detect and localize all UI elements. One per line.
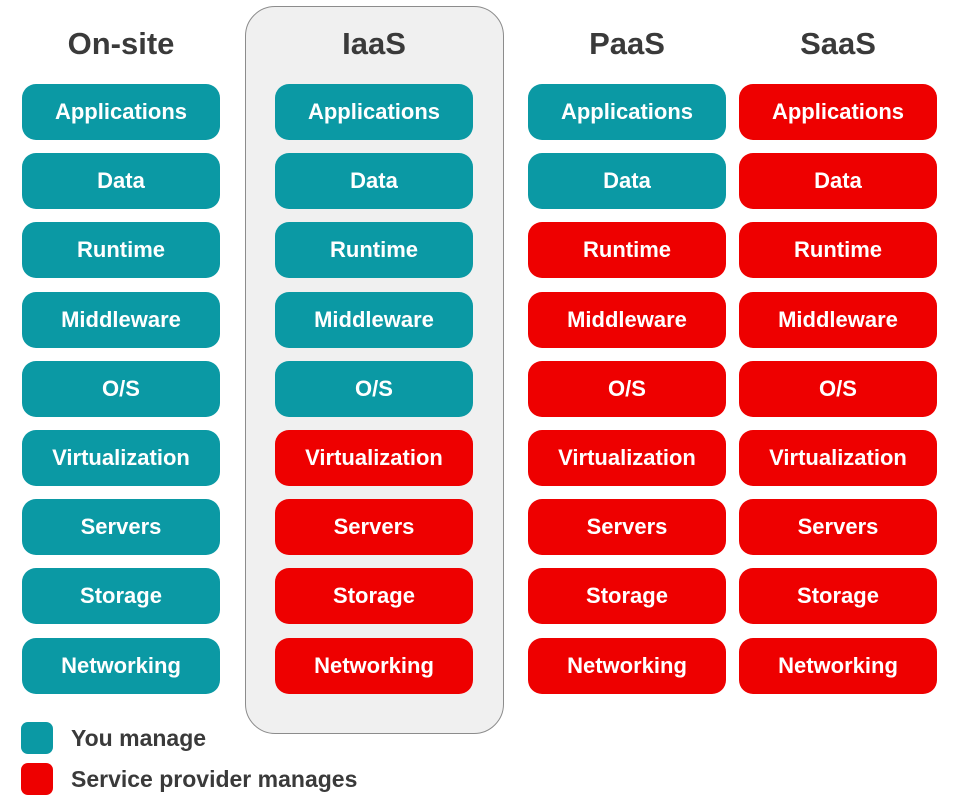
tile-middleware: Middleware [739,292,937,348]
tile-data: Data [739,153,937,209]
tile-o-s: O/S [22,361,220,417]
tile-storage: Storage [739,568,937,624]
tile-servers: Servers [528,499,726,555]
tile-applications: Applications [528,84,726,140]
tile-o-s: O/S [739,361,937,417]
tile-middleware: Middleware [528,292,726,348]
tile-servers: Servers [275,499,473,555]
tile-storage: Storage [528,568,726,624]
tile-virtualization: Virtualization [528,430,726,486]
tile-middleware: Middleware [22,292,220,348]
tile-runtime: Runtime [275,222,473,278]
tile-virtualization: Virtualization [22,430,220,486]
tile-networking: Networking [275,638,473,694]
legend-swatch [21,763,53,795]
tile-storage: Storage [275,568,473,624]
tile-virtualization: Virtualization [275,430,473,486]
tile-o-s: O/S [275,361,473,417]
tile-applications: Applications [739,84,937,140]
tile-servers: Servers [22,499,220,555]
tile-storage: Storage [22,568,220,624]
tile-runtime: Runtime [739,222,937,278]
tile-runtime: Runtime [528,222,726,278]
tile-networking: Networking [22,638,220,694]
column-title: On-site [67,26,175,61]
legend-label: You manage [71,725,207,751]
tile-applications: Applications [275,84,473,140]
column-title: PaaS [589,26,665,61]
tile-networking: Networking [739,638,937,694]
tile-data: Data [275,153,473,209]
tile-data: Data [22,153,220,209]
legend-swatch [21,722,53,754]
tile-o-s: O/S [528,361,726,417]
column-title: SaaS [800,26,876,61]
tile-servers: Servers [739,499,937,555]
tile-data: Data [528,153,726,209]
tile-runtime: Runtime [22,222,220,278]
tile-virtualization: Virtualization [739,430,937,486]
tile-applications: Applications [22,84,220,140]
tile-middleware: Middleware [275,292,473,348]
legend-label: Service provider manages [71,766,358,792]
column-title: IaaS [342,26,406,61]
tile-networking: Networking [528,638,726,694]
